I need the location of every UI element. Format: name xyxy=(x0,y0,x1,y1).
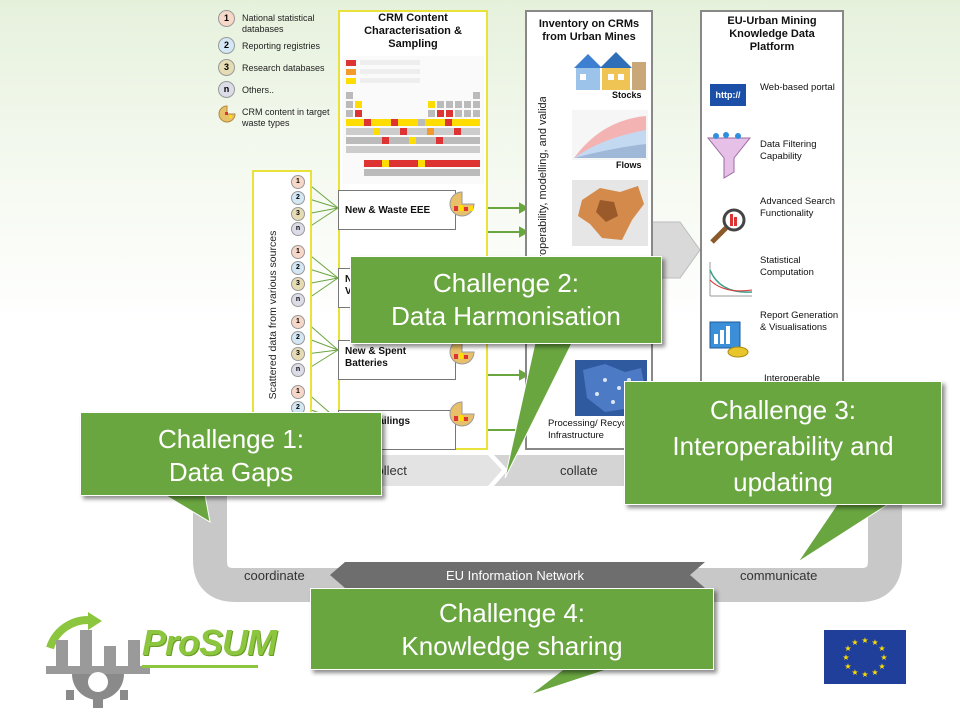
feature-interoperable: Interoperable xyxy=(764,373,820,384)
chart-icon xyxy=(709,262,753,297)
inventory-title: Inventory on CRMs from Urban Mines xyxy=(538,18,640,43)
flow-network-label: EU Information Network xyxy=(446,568,584,583)
prosum-logo-text: ProSUM xyxy=(142,622,277,668)
svg-text:★: ★ xyxy=(851,638,858,647)
feature-advanced-search: Advanced Search Functionality xyxy=(760,196,835,219)
challenge-4-title: Challenge 4: xyxy=(439,598,585,628)
legend-label-others: Others.. xyxy=(242,85,275,95)
crm-content-icon xyxy=(449,191,475,217)
source-3: 3 xyxy=(291,277,305,291)
legend-label-registries: Reporting registries xyxy=(242,41,321,51)
svg-text:★: ★ xyxy=(861,670,868,679)
magnifier-icon xyxy=(710,208,746,244)
source-2: 2 xyxy=(291,261,305,275)
crm-content-title: CRM Content Characterisation & Sampling xyxy=(364,12,462,50)
source-1: 1 xyxy=(291,175,305,189)
svg-text:★: ★ xyxy=(844,644,851,653)
prosum-logo-icon xyxy=(46,612,150,708)
feature-report-generation: Report Generation & Visualisations xyxy=(760,310,839,333)
source-3: 3 xyxy=(291,207,305,221)
eu-flag-icon: ★★★★ ★★★★ ★★★★ xyxy=(824,630,906,684)
challenge-4-text: Knowledge sharing xyxy=(401,631,623,661)
periodic-table-graphic xyxy=(342,56,484,184)
challenge-4-callout: Challenge 4: Knowledge sharing xyxy=(310,588,714,670)
europe-map-icon xyxy=(572,180,648,246)
challenge-1-callout: Challenge 1: Data Gaps xyxy=(80,412,382,496)
inventory-flows-label: Flows xyxy=(616,160,642,170)
inventory-processing-label: Processing/ Recycling Infrastructure xyxy=(548,418,642,441)
legend-label-research: Research databases xyxy=(242,63,325,73)
flow-communicate-label: communicate xyxy=(740,568,818,583)
waste-type-eee: New & Waste EEE xyxy=(338,190,456,230)
svg-text:★: ★ xyxy=(851,668,858,677)
svg-text:★: ★ xyxy=(842,653,849,662)
svg-text:★: ★ xyxy=(861,636,868,645)
feature-statistical-computation: Statistical Computation xyxy=(760,255,814,278)
svg-text:★: ★ xyxy=(878,644,885,653)
collate-chevron xyxy=(494,455,640,486)
legend-marker-research: 3 xyxy=(218,59,235,76)
flows-chart-icon xyxy=(572,110,648,160)
challenge-3-callout: Challenge 3: Interoperability and updati… xyxy=(624,381,942,505)
svg-text:★: ★ xyxy=(880,653,887,662)
network-arrow xyxy=(330,562,705,588)
legend-marker-others: n xyxy=(218,81,235,98)
crm-content-icon xyxy=(449,401,475,427)
crm-content-icon xyxy=(218,105,236,123)
svg-text:★: ★ xyxy=(871,638,878,647)
legend-marker-national: 1 xyxy=(218,10,235,27)
feature-data-filtering: Data Filtering Capability xyxy=(760,139,817,162)
report-icon xyxy=(709,321,749,358)
source-3: 3 xyxy=(291,347,305,361)
flow-collate-label: collate xyxy=(560,463,598,478)
feature-web-portal: Web-based portal xyxy=(760,82,835,93)
source-2: 2 xyxy=(291,331,305,345)
svg-text:★: ★ xyxy=(844,662,851,671)
source-1: 1 xyxy=(291,315,305,329)
flow-coordinate-label: coordinate xyxy=(244,568,305,583)
challenge-1-title: Challenge 1: xyxy=(158,424,304,454)
svg-text:★: ★ xyxy=(871,668,878,677)
challenge-3-text-line1: Interoperability and xyxy=(672,431,894,461)
challenge-2-text: Data Harmonisation xyxy=(391,301,621,331)
svg-text:★: ★ xyxy=(878,662,885,671)
source-n: n xyxy=(291,222,305,236)
source-1: 1 xyxy=(291,245,305,259)
challenge-2-callout: Challenge 2: Data Harmonisation xyxy=(350,256,662,344)
collect-chevron xyxy=(350,455,502,486)
challenge-3-text-line2: updating xyxy=(733,467,833,497)
challenge-1-text: Data Gaps xyxy=(168,457,294,487)
platform-title: EU-Urban Mining Knowledge Data Platform xyxy=(727,15,817,53)
legend-marker-registries: 2 xyxy=(218,37,235,54)
source-n: n xyxy=(291,363,305,377)
challenge-3-title: Challenge 3: xyxy=(710,395,856,425)
source-2: 2 xyxy=(291,191,305,205)
inventory-stocks-label: Stocks xyxy=(612,90,642,100)
funnel-icon xyxy=(706,132,752,179)
source-n: n xyxy=(291,293,305,307)
http-icon: http:// xyxy=(710,84,746,106)
stocks-houses-icon xyxy=(574,52,646,90)
challenge-2-title: Challenge 2: xyxy=(433,268,579,298)
legend-label-crm-content: CRM content in target waste types xyxy=(242,107,330,128)
legend-label-national: National statistical databases xyxy=(242,13,315,34)
source-1: 1 xyxy=(291,385,305,399)
